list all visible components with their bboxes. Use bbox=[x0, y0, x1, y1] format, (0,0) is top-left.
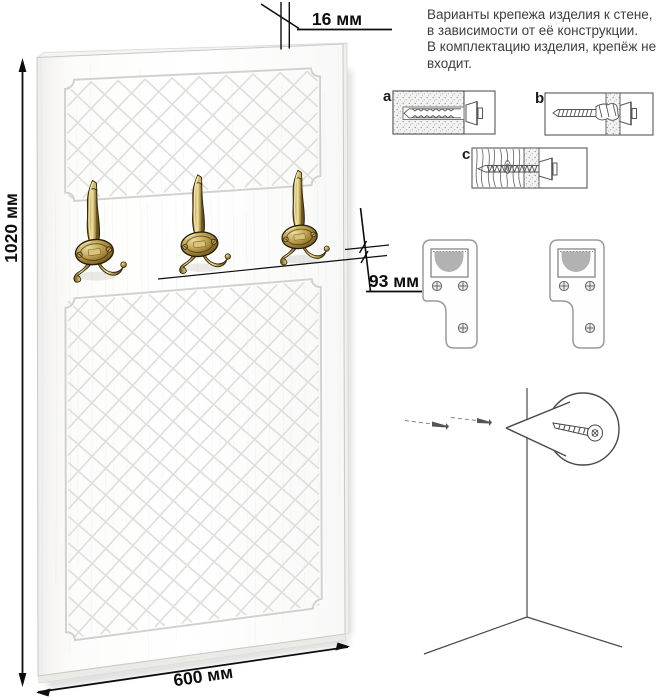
info-line-3: В комплектацию изделия, крепёж не bbox=[427, 39, 657, 55]
fastener-option-c: c bbox=[462, 146, 588, 189]
height-label: 1020 мм bbox=[1, 193, 21, 263]
info-line-1: Варианты крепежа изделия к стене, bbox=[427, 7, 653, 22]
hook-offset-label: 93 мм bbox=[369, 271, 419, 291]
coat-rack-panel bbox=[35, 42, 352, 688]
fastener-c-label: c bbox=[462, 146, 470, 163]
flying-screw-1 bbox=[404, 420, 449, 430]
fastener-option-a: a bbox=[383, 88, 496, 135]
dimension-thickness: 16 мм bbox=[260, 2, 392, 50]
magnified-screw bbox=[552, 422, 603, 442]
dimension-height: 1020 мм bbox=[1, 58, 27, 687]
info-line-4: входит. bbox=[427, 55, 472, 71]
fastener-a-label: a bbox=[383, 88, 392, 105]
mounting-bracket-right bbox=[549, 239, 605, 349]
wood-grain bbox=[475, 148, 522, 188]
wall-mounting-sketch bbox=[404, 388, 623, 655]
flying-screw-2 bbox=[450, 417, 492, 426]
thickness-label: 16 мм bbox=[312, 9, 362, 29]
info-note: Варианты крепежа изделия к стене, в зави… bbox=[427, 7, 656, 72]
dimension-hook-offset: 93 мм bbox=[157, 207, 422, 293]
info-line-2: в зависимости от её конструкции. bbox=[427, 23, 639, 39]
fastener-b-label: b bbox=[535, 90, 544, 107]
fastener-option-b: b bbox=[535, 90, 654, 136]
mounting-bracket-left bbox=[422, 239, 478, 349]
